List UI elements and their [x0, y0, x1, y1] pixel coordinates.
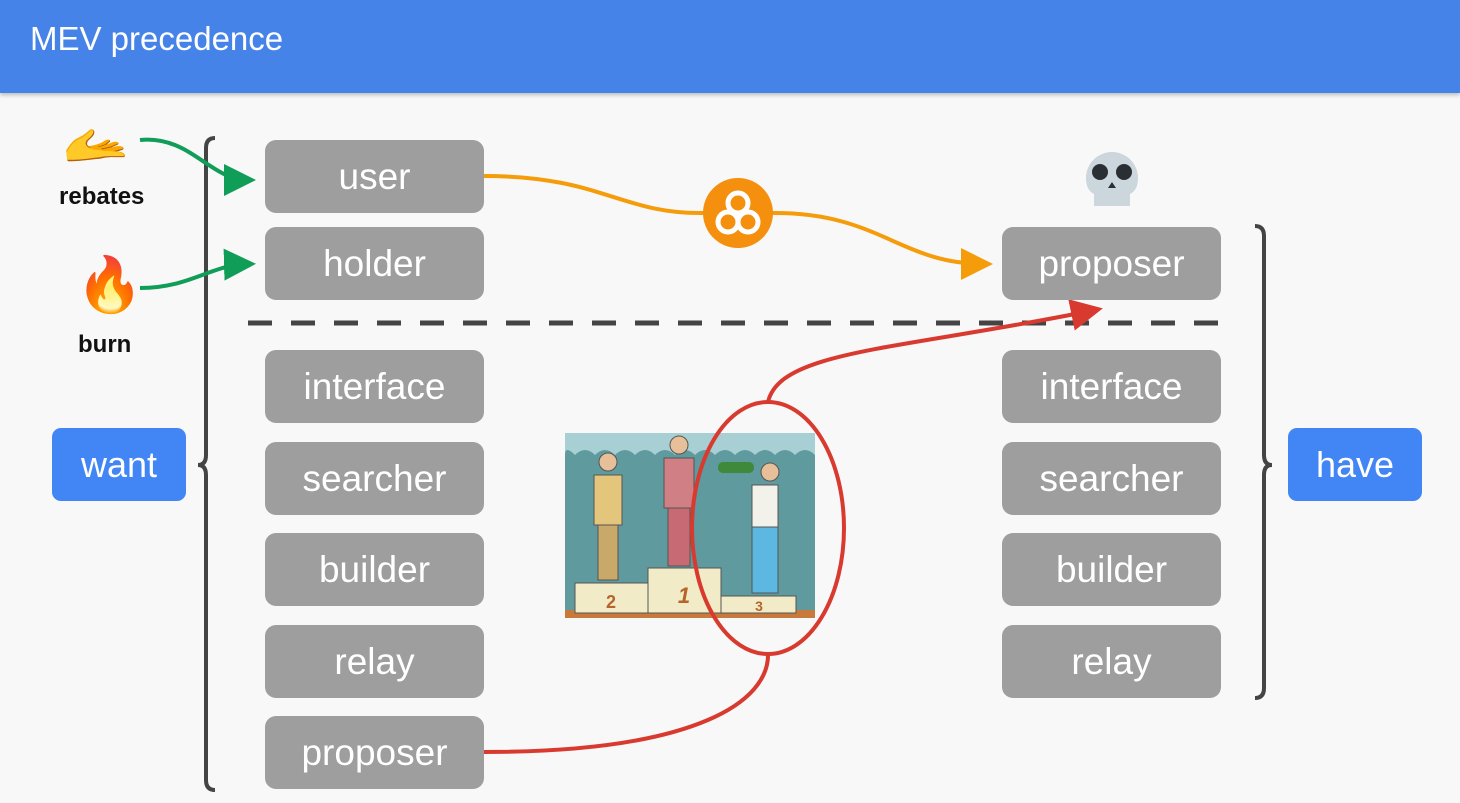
right-brace [1254, 224, 1273, 700]
rebates-label: rebates [59, 183, 145, 210]
want-box-interface: interface [265, 350, 484, 423]
rebates-arrow [139, 137, 256, 196]
want-box-builder: builder [265, 533, 484, 606]
proposer-to-proposer-arrow [483, 310, 1095, 754]
fire-icon: 🔥 [76, 255, 144, 315]
want-box-relay: relay [265, 625, 484, 698]
page-title: MEV precedence [30, 20, 284, 57]
hand-icon: 🫴 [62, 115, 130, 175]
svg-text:3: 3 [755, 598, 763, 614]
highlight-ellipse [690, 400, 846, 656]
svg-text:2: 2 [606, 592, 616, 612]
want-box-searcher: searcher [265, 442, 484, 515]
want-box-proposer: proposer [265, 716, 484, 789]
want-box-holder: holder [265, 227, 484, 300]
have-label: have [1288, 428, 1422, 501]
want-label: want [52, 428, 186, 501]
have-box-proposer: proposer [1002, 227, 1221, 300]
podium-image: 2 1 3 [565, 433, 815, 618]
header: MEV precedence [0, 0, 1460, 93]
biohazard-icon [703, 178, 773, 248]
have-box-searcher: searcher [1002, 442, 1221, 515]
burn-label: burn [78, 331, 132, 358]
have-box-relay: relay [1002, 625, 1221, 698]
want-box-user: user [265, 140, 484, 213]
left-brace [197, 136, 216, 792]
have-box-builder: builder [1002, 533, 1221, 606]
skull-icon [1086, 152, 1138, 206]
have-box-interface: interface [1002, 350, 1221, 423]
svg-text:1: 1 [678, 583, 690, 608]
burn-arrow [139, 248, 256, 290]
